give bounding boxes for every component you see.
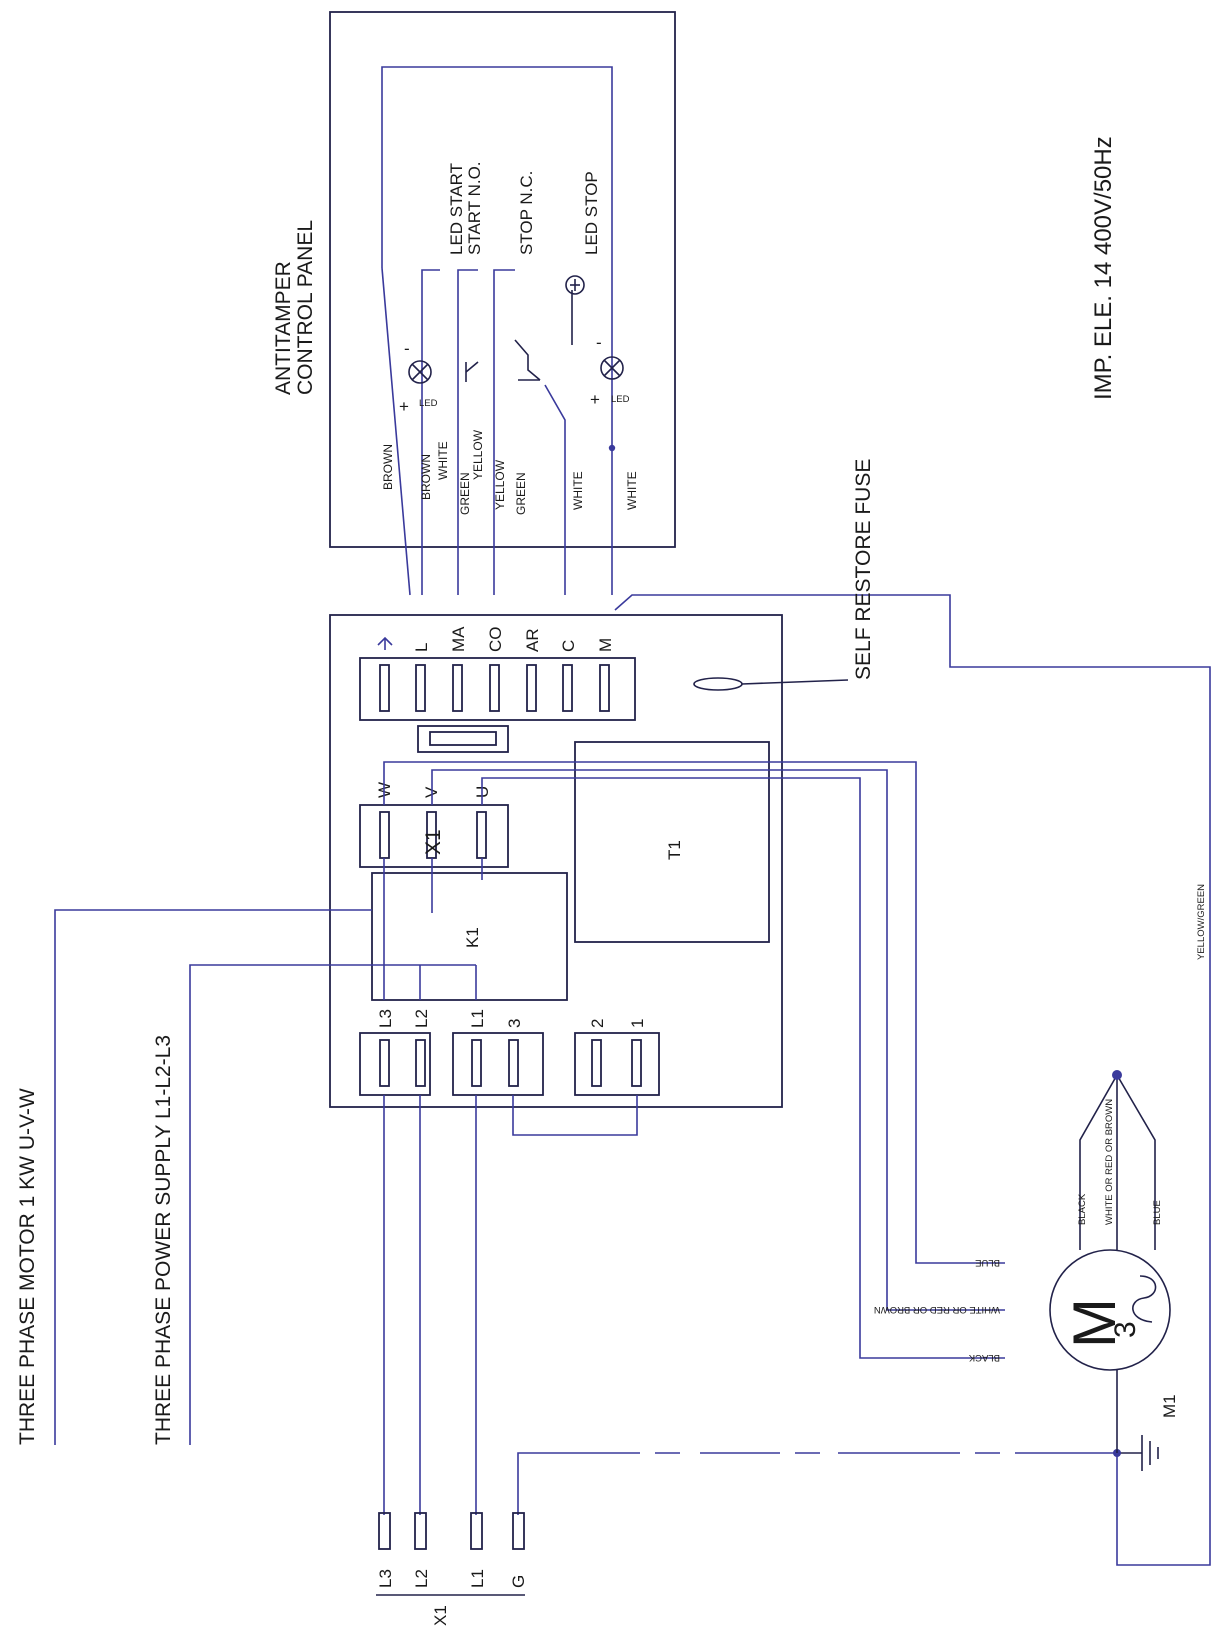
terminal-MA: MA (449, 626, 468, 652)
terminal-L: L (412, 643, 431, 652)
led-stop-tag: LED (611, 394, 630, 405)
terminal-3: 3 (505, 1019, 524, 1028)
wire-label: YELLOW (471, 429, 485, 480)
wiring (54, 594, 1211, 1566)
led-start-tag: LED (419, 398, 438, 409)
wire-label: BROWN (381, 444, 395, 490)
x1-board-label: X1 (422, 829, 445, 855)
motor-phases: 3 (1109, 1321, 1142, 1338)
led-stop-minus: - (596, 333, 602, 352)
k1-label: K1 (463, 927, 482, 948)
wire-label: YELLOW (493, 459, 507, 510)
wire-label: WHITE (571, 471, 585, 510)
star-wire-white: WHITE OR RED OR BROWN (1104, 1099, 1115, 1225)
x1-block-label: X1 (431, 1605, 450, 1626)
control-panel-title-1: ANTITAMPER (272, 261, 295, 395)
terminal-1: 1 (628, 1019, 647, 1028)
x1-terminal-L3: L3 (376, 1569, 395, 1588)
x1-supply-block: L3 L2 L1 G X1 (376, 1512, 528, 1626)
terminal-AR: AR (523, 628, 542, 652)
x1-terminal-G: G (509, 1575, 528, 1588)
wire-label: GREEN (458, 472, 472, 515)
wire-label: BROWN (419, 454, 433, 500)
led-start-label: LED START (447, 163, 466, 255)
star-wire-blue: BLUE (1152, 1200, 1163, 1225)
terminal-CO: CO (486, 627, 505, 653)
diagram-title: IMP. ELE. 14 400V/50Hz (1090, 136, 1117, 400)
motor-m1: M 3 M1 BLACK WHITE OR RED OR BROWN BLUE … (874, 1070, 1179, 1418)
terminal-L3: L3 (376, 1009, 395, 1028)
control-board: L MA CO AR C M W V U X1 K1 T1 (329, 614, 849, 1136)
motor-symbol: M (1061, 1298, 1128, 1348)
motor-wire-blue: BLUE (975, 1257, 1000, 1268)
led-start-minus: - (404, 339, 410, 358)
x1-terminal-L1: L1 (468, 1569, 487, 1588)
start-no-label: START N.O. (465, 161, 484, 255)
motor-wire-black: BLACK (968, 1352, 1000, 1363)
wire-label: GREEN (514, 472, 528, 515)
wire-label: WHITE (436, 441, 450, 480)
terminal-2: 2 (588, 1019, 607, 1028)
terminal-M: M (596, 638, 615, 652)
t1-label: T1 (665, 840, 684, 860)
led-stop-plus: + (590, 390, 600, 409)
star-wire-black: BLACK (1077, 1193, 1088, 1225)
stop-nc-label: STOP N.C. (517, 171, 536, 255)
wire-label: WHITE (625, 471, 639, 510)
terminal-L1: L1 (468, 1009, 487, 1028)
terminal-L2: L2 (412, 1009, 431, 1028)
supply-label: THREE PHASE POWER SUPPLY L1-L2-L3 (152, 1035, 175, 1445)
motor-label: THREE PHASE MOTOR 1 KW U-V-W (16, 1088, 39, 1445)
control-panel: ANTITAMPER CONTROL PANEL LED START START… (272, 11, 676, 596)
control-panel-title-2: CONTROL PANEL (294, 220, 317, 395)
earth-wire-label: YELLOW/GREEN (1196, 884, 1207, 960)
self-restore-fuse-label: SELF RESTORE FUSE (852, 459, 875, 680)
led-stop-label: LED STOP (582, 171, 601, 255)
terminal-C: C (559, 640, 578, 652)
motor-wire-white: WHITE OR RED OR BROWN (874, 1304, 1000, 1315)
led-start-plus: + (399, 397, 409, 416)
motor-id: M1 (1160, 1394, 1179, 1418)
x1-terminal-L2: L2 (412, 1569, 431, 1588)
